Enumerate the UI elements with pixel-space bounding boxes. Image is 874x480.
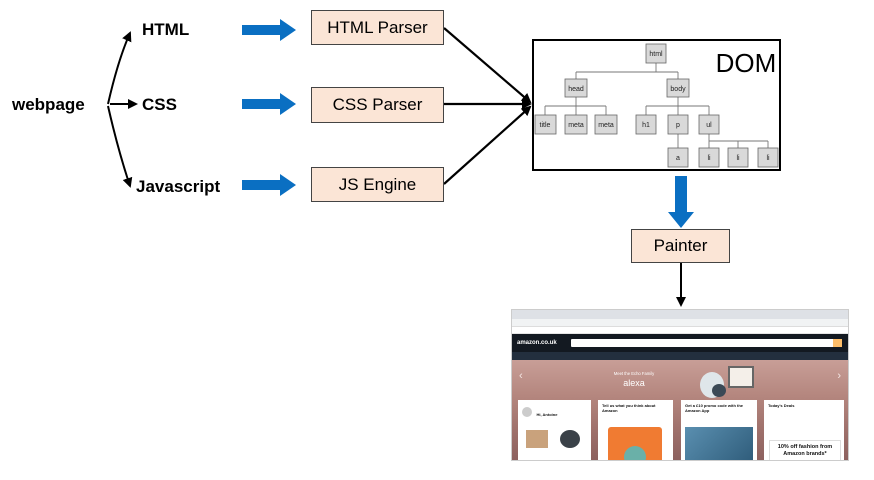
carousel-left-icon: ‹ bbox=[519, 370, 523, 382]
card-title: Tell us what you think about Amazon bbox=[602, 403, 656, 413]
site-search-box bbox=[570, 339, 843, 347]
arrow-webpage-to-javascript bbox=[107, 105, 133, 188]
svg-text:meta: meta bbox=[568, 122, 584, 129]
dom-title: DOM bbox=[716, 48, 777, 78]
blue-arrow-javascript bbox=[242, 174, 296, 196]
box-image bbox=[526, 430, 548, 448]
dom-node-a: a bbox=[667, 147, 689, 168]
site-nav-bar bbox=[512, 352, 848, 360]
svg-text:title: title bbox=[540, 122, 551, 129]
browser-bookmarks-bar bbox=[512, 327, 848, 334]
css-parser-box: CSS Parser bbox=[311, 87, 444, 123]
html-label: HTML bbox=[142, 20, 190, 39]
blue-arrow-html bbox=[242, 19, 296, 41]
card-feedback: Tell us what you think about Amazon bbox=[598, 400, 673, 460]
js-engine-box: JS Engine bbox=[311, 167, 444, 202]
dom-node-li: li bbox=[757, 147, 779, 168]
speaker-image bbox=[560, 430, 580, 448]
painter-box: Painter bbox=[631, 229, 730, 263]
arrow-webpage-to-html bbox=[107, 31, 132, 105]
speaker-image bbox=[712, 384, 726, 397]
javascript-label: Javascript bbox=[136, 177, 221, 196]
blue-arrow-css bbox=[242, 93, 296, 115]
rendered-page-screenshot: amazon.co.uk ‹ › Meet the Echo Family al… bbox=[511, 309, 849, 461]
fashion-ad: 10% off fashion from Amazon brands* bbox=[769, 440, 841, 460]
browser-tabstrip bbox=[512, 310, 848, 319]
hero-banner: ‹ › Meet the Echo Family alexa Hi, Antoi… bbox=[512, 360, 848, 460]
card-greeting: Hi, Antoine bbox=[518, 400, 591, 460]
card-title: Hi, Antoine bbox=[536, 412, 558, 417]
dom-node-meta: meta bbox=[564, 114, 588, 135]
promo-line2: alexa bbox=[623, 378, 645, 388]
app-image bbox=[685, 427, 753, 460]
dom-tree-connectors bbox=[544, 63, 769, 148]
svg-text:a: a bbox=[676, 155, 680, 162]
dom-node-li: li bbox=[698, 147, 720, 168]
webpage-label: webpage bbox=[12, 95, 85, 114]
dom-node-li: li bbox=[727, 147, 749, 168]
css-label: CSS bbox=[142, 95, 177, 114]
dom-node-title: title bbox=[534, 114, 557, 135]
js-engine-label: JS Engine bbox=[338, 174, 417, 194]
card-title: Get a £10 promo code with the Amazon App bbox=[685, 403, 744, 413]
site-logo: amazon.co.uk bbox=[517, 340, 557, 346]
painter-label: Painter bbox=[653, 236, 708, 255]
dom-node-h1: h1 bbox=[635, 114, 657, 135]
feedback-image bbox=[624, 446, 646, 460]
card-app-promo: Get a £10 promo code with the Amazon App bbox=[681, 400, 757, 460]
display-device-image bbox=[728, 366, 754, 388]
dom-node-html: html bbox=[645, 43, 667, 64]
site-header: amazon.co.uk bbox=[512, 334, 848, 352]
arrow-html-parser-to-dom bbox=[443, 27, 532, 104]
dom-node-ul: ul bbox=[698, 114, 720, 135]
svg-text:ul: ul bbox=[706, 122, 712, 129]
svg-text:body: body bbox=[670, 86, 686, 93]
svg-text:h1: h1 bbox=[642, 122, 650, 129]
svg-text:meta: meta bbox=[598, 122, 614, 129]
carousel-right-icon: › bbox=[837, 370, 841, 382]
arrow-js-engine-to-dom bbox=[443, 105, 532, 185]
promo-text: Meet the Echo Family alexa bbox=[604, 371, 664, 388]
blue-arrow-dom-to-painter bbox=[668, 176, 694, 228]
svg-text:li: li bbox=[766, 155, 770, 162]
svg-text:li: li bbox=[707, 155, 711, 162]
avatar bbox=[522, 406, 532, 417]
html-parser-box: HTML Parser bbox=[311, 10, 444, 45]
svg-text:li: li bbox=[736, 155, 740, 162]
css-parser-label: CSS Parser bbox=[332, 95, 423, 114]
dom-node-body: body bbox=[666, 78, 690, 98]
card-title: Today's Deals bbox=[768, 403, 795, 408]
dom-node-head: head bbox=[564, 78, 588, 98]
svg-text:html: html bbox=[649, 51, 663, 58]
browser-address-bar bbox=[512, 319, 848, 327]
dom-node-p: p bbox=[667, 114, 689, 135]
promo-line1: Meet the Echo Family bbox=[613, 371, 655, 376]
dom-node-meta: meta bbox=[594, 114, 618, 135]
html-parser-label: HTML Parser bbox=[327, 17, 428, 37]
svg-text:p: p bbox=[676, 122, 680, 129]
svg-text:head: head bbox=[568, 86, 584, 93]
